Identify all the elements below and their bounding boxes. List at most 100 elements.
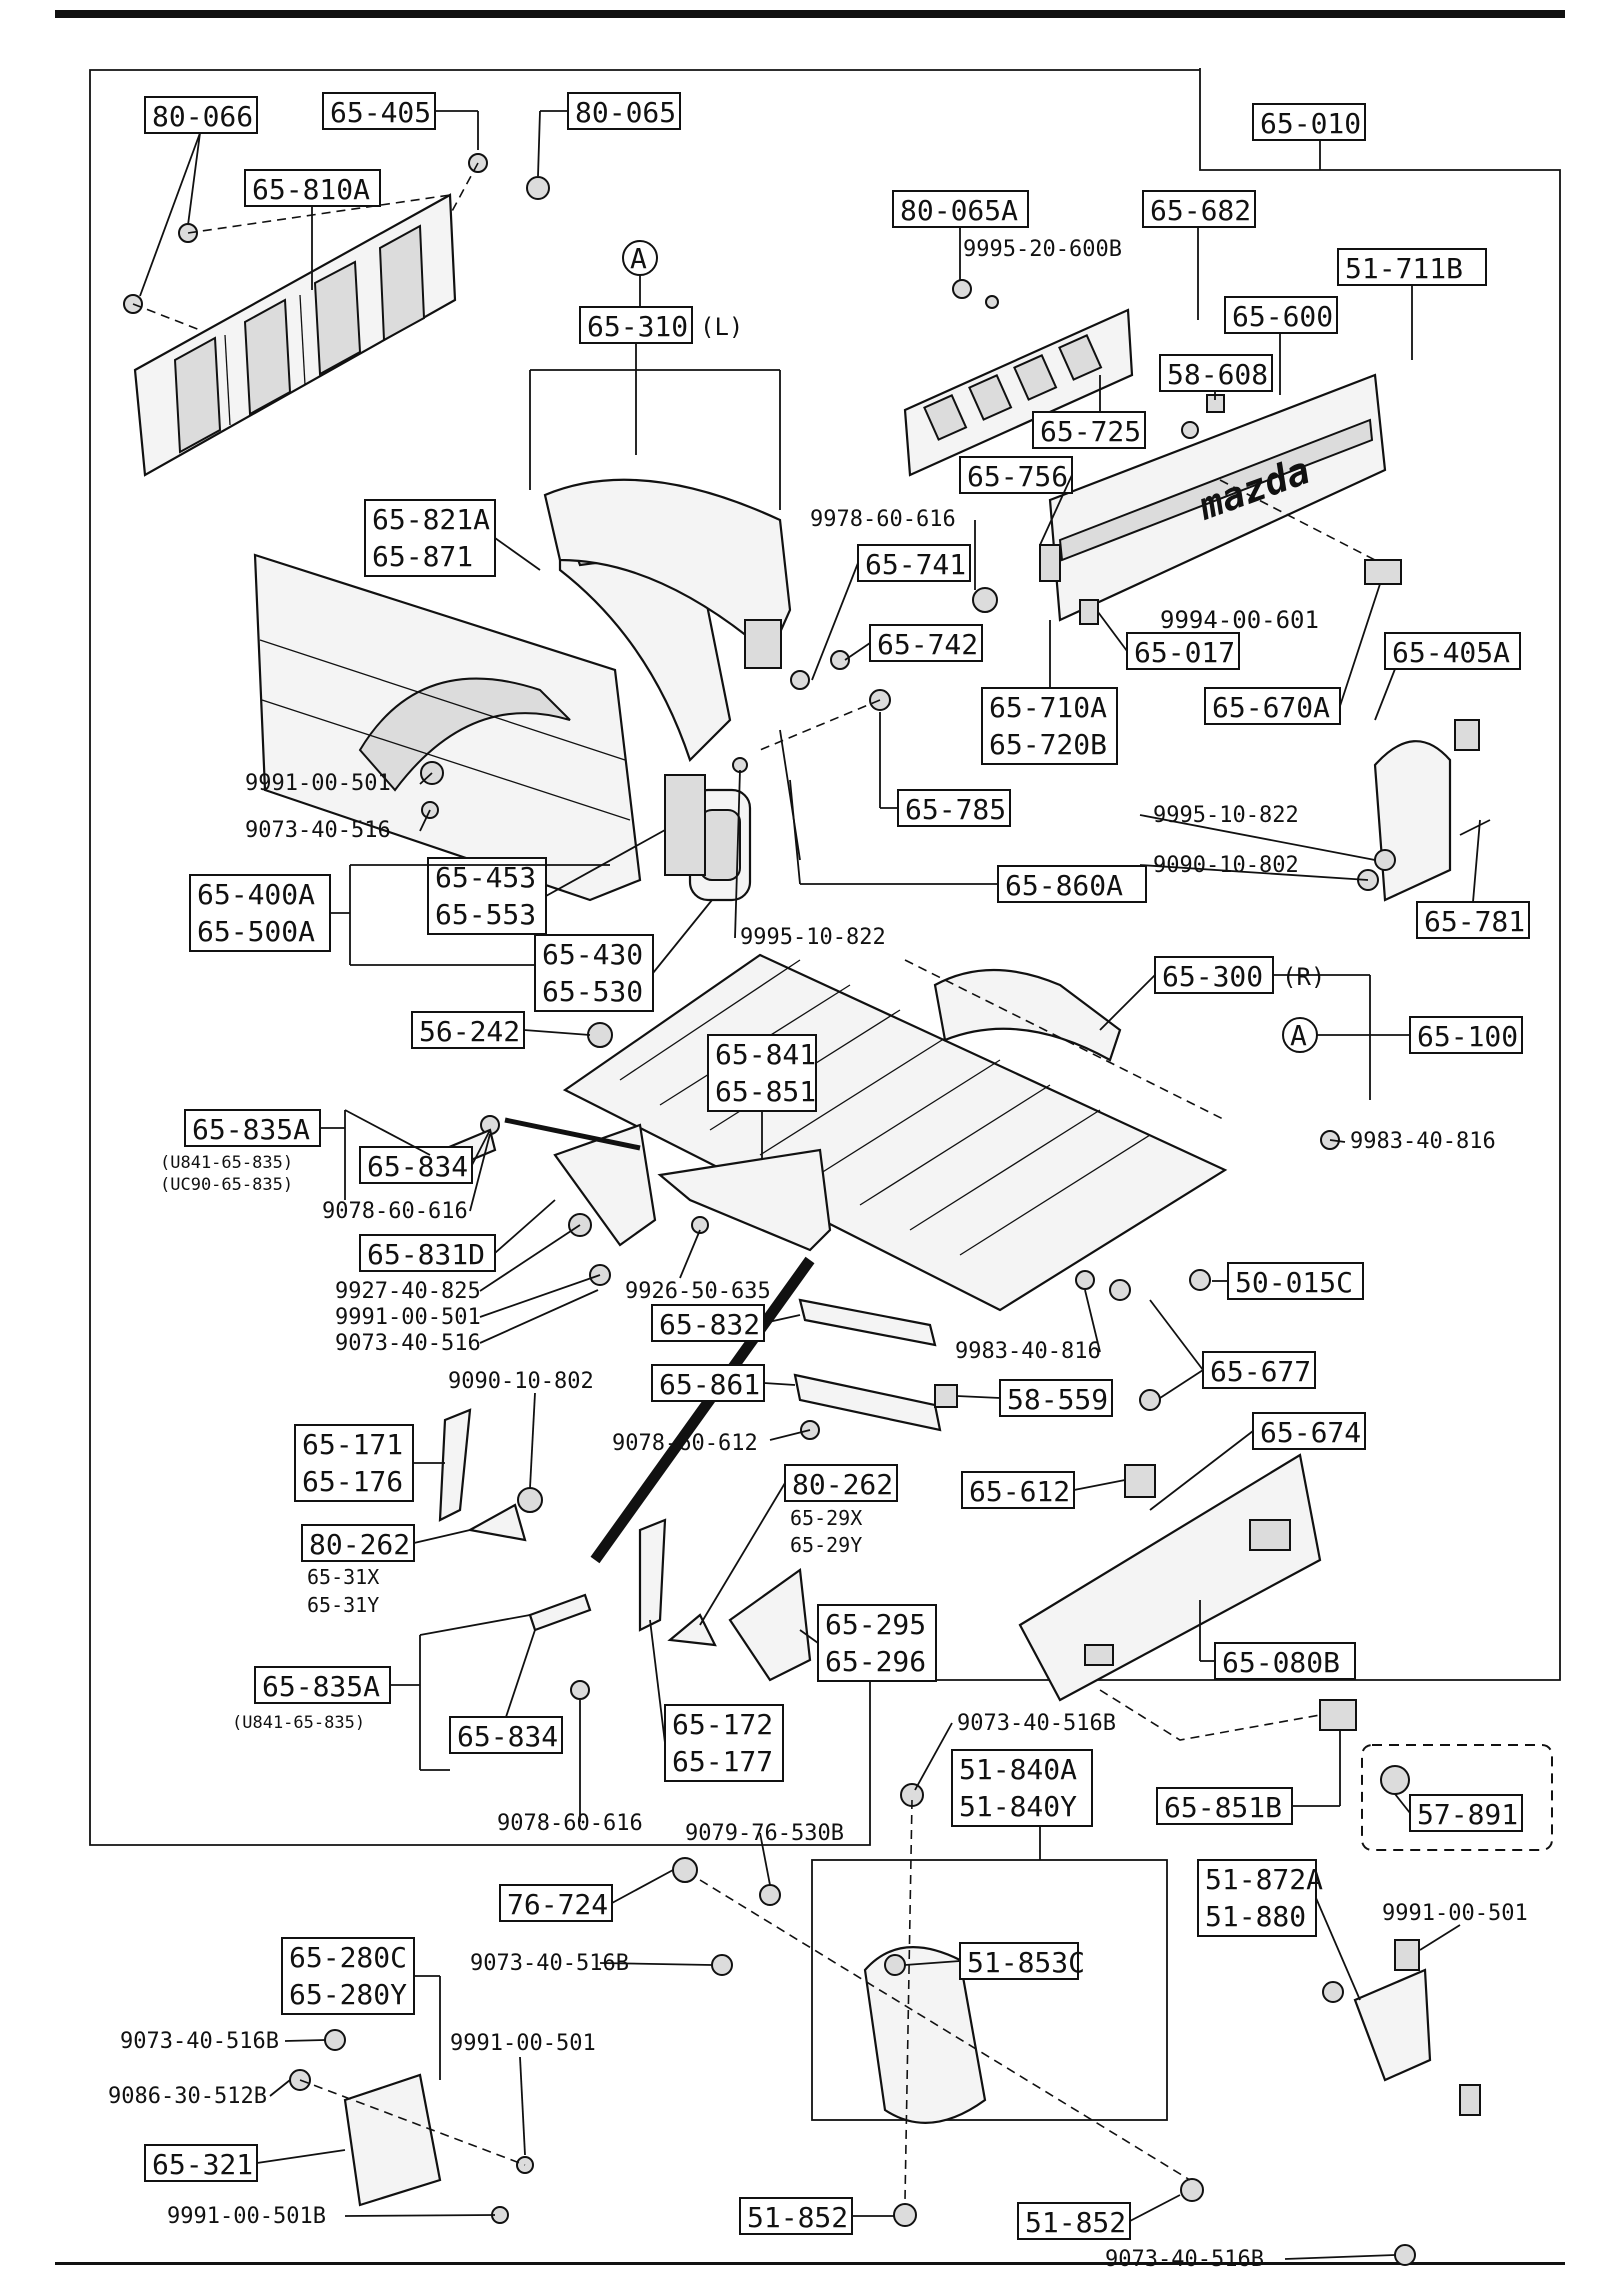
sill-65-831D: [553, 1123, 657, 1247]
label-65-310: 65-310: [587, 310, 688, 343]
label-80-065: 80-065: [575, 96, 676, 129]
bolt-9079-76-530B: [759, 1884, 781, 1906]
label-9991-00-501-d: 9991-00-501: [450, 2031, 596, 2056]
screw-9073-40-516B-d: [1394, 2244, 1416, 2266]
label-9926-50-635: 9926-50-635: [625, 1279, 771, 1304]
nut-51-852-a: [893, 2203, 917, 2227]
label-65-010: 65-010: [1260, 107, 1361, 140]
label-65-861: 65-861: [659, 1368, 760, 1401]
lamp-65-851B: [1319, 1699, 1357, 1731]
label-51-852-a: 51-852: [747, 2201, 848, 2234]
clip-51-853C: [884, 1954, 906, 1976]
label-9086-30-512B: 9086-30-512B: [108, 2084, 267, 2109]
rear-sill-part: [1018, 1453, 1322, 1702]
seal-80-262-a: [667, 1613, 717, 1647]
label-58-608: 58-608: [1167, 358, 1268, 391]
label-65-860A: 65-860A: [1005, 869, 1123, 902]
mudguard-part: [863, 1946, 987, 2124]
label-65-280Y: 65-280Y: [289, 1978, 407, 2011]
label-65-756: 65-756: [967, 460, 1068, 493]
top-rule: [55, 10, 1565, 18]
label-65-781: 65-781: [1424, 905, 1525, 938]
bolt-9983-40-816-b: [1075, 1270, 1095, 1290]
label-51-880: 51-880: [1205, 1900, 1306, 1933]
label-65-670A: 65-670A: [1212, 691, 1330, 724]
label-65-080B: 65-080B: [1222, 1646, 1340, 1679]
label-65-871: 65-871: [372, 540, 473, 573]
screw-9926-50-635: [691, 1216, 709, 1234]
bolt-9078-60-616-b: [570, 1680, 590, 1700]
label-65-834-a: 65-834: [367, 1150, 468, 1183]
label-65-600: 65-600: [1232, 300, 1333, 333]
label-circle-A-mid: A: [1290, 1019, 1307, 1052]
label-9991-00-501-b: 9991-00-501: [335, 1305, 481, 1330]
label-51-711B: 51-711B: [1345, 252, 1463, 285]
dash-65-405: [449, 162, 479, 216]
label-65-612: 65-612: [969, 1475, 1070, 1508]
screw-9073-40-516B-c: [324, 2029, 346, 2051]
label-9073-40-516B-d: 9073-40-516B: [1105, 2247, 1264, 2272]
crossmember-65-861: [793, 1373, 942, 1432]
label-9078-60-616-a: 9078-60-616: [322, 1199, 468, 1224]
bracket-65-612: [1124, 1464, 1156, 1498]
label-76-724: 76-724: [507, 1888, 608, 1921]
label-65-832: 65-832: [659, 1308, 760, 1341]
label-65-835A-a-note1: (U841-65-835): [160, 1153, 293, 1173]
label-65-310-side: (L): [700, 313, 743, 341]
label-65-29Y: 65-29Y: [790, 1533, 862, 1557]
cap-56-242: [587, 1022, 613, 1048]
label-51-840Y: 51-840Y: [959, 1790, 1077, 1823]
nut-51-852-b: [1180, 2178, 1204, 2202]
label-58-559: 58-559: [1007, 1383, 1108, 1416]
label-65-172: 65-172: [672, 1708, 773, 1741]
label-9994-00-601: 9994-00-601: [1160, 606, 1319, 634]
label-9079-76-530B: 9079-76-530B: [685, 1821, 844, 1846]
bolt-9978-60-616: [972, 587, 998, 613]
label-9995-20-600B: 9995-20-600B: [963, 237, 1122, 262]
label-51-852-b: 51-852: [1025, 2206, 1126, 2239]
wheelhouse-65-300: [933, 968, 1122, 1062]
bolt-80-065A: [952, 279, 972, 299]
label-65-31Y: 65-31Y: [307, 1593, 379, 1617]
dash-mudguard: [699, 1879, 1191, 2181]
label-65-29X: 65-29X: [790, 1506, 862, 1530]
label-65-835A-a: 65-835A: [192, 1113, 310, 1146]
mudguard-frame: [811, 1859, 1168, 2121]
label-65-720B: 65-720B: [989, 728, 1107, 761]
label-9073-40-516B-c: 9073-40-516B: [120, 2029, 279, 2054]
screw-9073-40-516B-b: [711, 1954, 733, 1976]
label-80-262-b: 80-262: [309, 1528, 410, 1561]
label-80-262-a: 80-262: [792, 1468, 893, 1501]
label-65-841: 65-841: [715, 1038, 816, 1071]
crossmember-65-841: [657, 1148, 832, 1252]
label-65-674: 65-674: [1260, 1416, 1361, 1449]
label-65-835A-a-note2: (UC90-65-835): [160, 1175, 293, 1195]
bolt-50-015C: [1189, 1269, 1211, 1291]
bolt-65-677-b: [1109, 1279, 1131, 1301]
dash-mudguard-v: [904, 1799, 913, 2201]
label-65-405: 65-405: [330, 96, 431, 129]
dash-65-851B: [1099, 1689, 1321, 1741]
label-51-853C: 51-853C: [967, 1946, 1085, 1979]
bed-floor-part: [562, 953, 1228, 1312]
label-65-834-b: 65-834: [457, 1720, 558, 1753]
label-50-015C: 50-015C: [1235, 1266, 1353, 1299]
label-65-176: 65-176: [302, 1465, 403, 1498]
label-65-530: 65-530: [542, 975, 643, 1008]
cap-57-891: [1380, 1765, 1410, 1795]
label-9073-40-516B-a: 9073-40-516B: [957, 1711, 1116, 1736]
label-65-785: 65-785: [905, 793, 1006, 826]
washer-9995-10-822: [732, 757, 748, 773]
label-9991-00-501-a: 9991-00-501: [245, 771, 391, 796]
label-9078-60-612: 9078-60-612: [612, 1431, 758, 1456]
bolt-76-724: [672, 1857, 698, 1883]
label-65-300: 65-300: [1162, 960, 1263, 993]
label-65-682: 65-682: [1150, 194, 1251, 227]
bracket-65-017: [1079, 599, 1099, 625]
dash-65-321: [299, 2079, 526, 2166]
clip-9991-00-501-c: [1394, 1939, 1420, 1971]
label-9995-10-822-a: 9995-10-822: [1153, 803, 1299, 828]
label-65-177: 65-177: [672, 1745, 773, 1778]
